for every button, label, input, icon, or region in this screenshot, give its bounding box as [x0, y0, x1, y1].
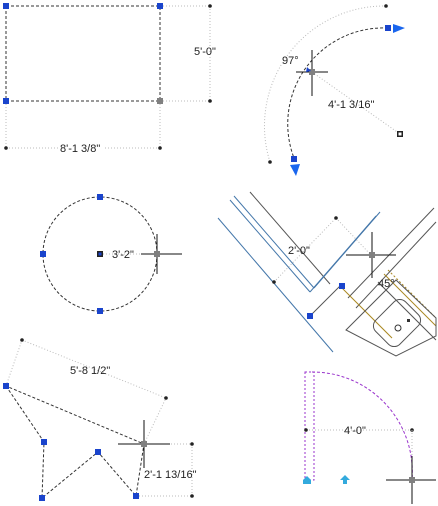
center-grip-inner: [98, 252, 102, 256]
grip-point[interactable]: [97, 194, 103, 200]
grip-point[interactable]: [339, 283, 345, 289]
grip-point-inner: [398, 132, 402, 136]
dim-endpoint: [304, 428, 308, 432]
poly-length-dimension[interactable]: 5'-8 1/2": [70, 365, 110, 377]
dim-line: [335, 217, 371, 255]
arrow-grip-icon[interactable]: [290, 164, 300, 176]
dim-endpoint: [190, 442, 194, 446]
poly-height-dimension[interactable]: 2'-1 13/16": [144, 469, 197, 481]
dim-endpoint: [384, 4, 388, 8]
rect-width-dimension[interactable]: 8'-1 3/8": [60, 143, 100, 155]
wall-object[interactable]: 2'-0" 45°: [217, 191, 437, 357]
polyline-object[interactable]: 5'-8 1/2" 2'-1 13/16": [3, 338, 197, 501]
wall-line: [217, 217, 334, 353]
wall-line: [233, 195, 315, 289]
dim-endpoint: [158, 146, 162, 150]
dim-endpoint: [164, 396, 168, 400]
wall-line-inner: [249, 191, 331, 285]
grip-point[interactable]: [41, 439, 47, 445]
dim-endpoint: [334, 216, 338, 220]
circle-radius-dimension[interactable]: 3'-2": [112, 249, 134, 261]
dim-endpoint: [208, 99, 212, 103]
grip-point[interactable]: [133, 493, 139, 499]
arc-outline[interactable]: [287, 27, 389, 159]
grip-point-selected[interactable]: [309, 69, 315, 75]
door-width-dimension[interactable]: 4'-0": [344, 425, 366, 437]
wall-line: [229, 199, 311, 293]
grip-point[interactable]: [97, 308, 103, 314]
wall-line-inner: [347, 207, 435, 299]
fixture-point: [407, 319, 410, 322]
arc-object[interactable]: 97° 4'-1 3/16": [263, 4, 405, 176]
grip-point[interactable]: [95, 449, 101, 455]
drain-circle: [394, 324, 402, 332]
door-panel[interactable]: [304, 371, 315, 481]
grip-point[interactable]: [385, 25, 391, 31]
dim-extension-line: [5, 339, 23, 387]
door-swing-arc: [311, 371, 413, 481]
grip-point[interactable]: [157, 3, 163, 9]
grip-point-selected[interactable]: [157, 98, 163, 104]
flip-arrow-icon[interactable]: [340, 475, 350, 484]
wall-line-inner: [355, 221, 437, 309]
dim-endpoint: [272, 280, 276, 284]
wall-length-dimension[interactable]: 2'-0": [288, 245, 310, 257]
grip-point[interactable]: [291, 156, 297, 162]
tub-outline: [345, 279, 437, 357]
dim-extension-line: [143, 397, 167, 445]
grip-point[interactable]: [307, 313, 313, 319]
grip-point-selected[interactable]: [369, 252, 375, 258]
dim-endpoint: [208, 4, 212, 8]
arrow-grip-icon[interactable]: [393, 24, 405, 33]
rect-height-dimension[interactable]: 5'-0": [194, 46, 216, 58]
grip-point-selected[interactable]: [409, 477, 415, 483]
wall-line: [313, 211, 381, 289]
fixture-line-gold: [339, 285, 393, 339]
dim-label-bg: [58, 142, 104, 155]
grip-point[interactable]: [3, 98, 9, 104]
rectangle-outline[interactable]: [5, 5, 161, 102]
grip-point[interactable]: [3, 3, 9, 9]
circle-object[interactable]: 3'-2": [40, 194, 182, 314]
door-object[interactable]: 4'-0": [303, 371, 436, 504]
arc-radius-dimension[interactable]: 4'-1 3/16": [328, 99, 374, 111]
dim-endpoint: [20, 338, 24, 342]
grip-point[interactable]: [40, 251, 46, 257]
grip-point[interactable]: [39, 495, 45, 501]
rectangle-object[interactable]: 5'-0" 8'-1 3/8": [3, 3, 216, 155]
door-grip-icon[interactable]: [303, 476, 311, 484]
fixture-line: [377, 281, 437, 341]
fixture-line: [309, 285, 341, 317]
arc-angle-dimension[interactable]: 97°: [282, 55, 299, 67]
grip-point-selected[interactable]: [141, 441, 147, 447]
dim-endpoint: [190, 494, 194, 498]
sink-outline: [372, 298, 422, 348]
small-arrow-icon: [306, 67, 311, 72]
dim-line: [21, 339, 167, 399]
dim-endpoint: [268, 160, 272, 164]
dim-endpoint: [4, 146, 8, 150]
polyline-outline[interactable]: [5, 385, 145, 500]
grip-point-selected[interactable]: [154, 251, 160, 257]
grip-point[interactable]: [3, 383, 9, 389]
wall-angle-dimension[interactable]: 45°: [378, 278, 395, 290]
